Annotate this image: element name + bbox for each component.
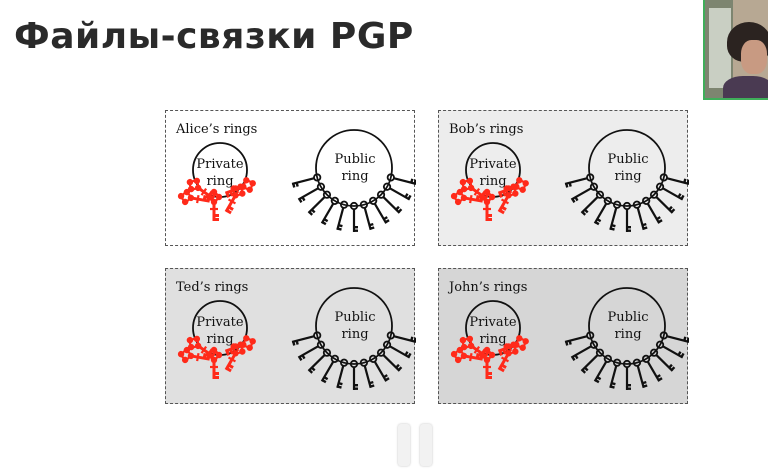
public-key-icon [655, 182, 685, 201]
public-key-icon [369, 196, 390, 224]
public-key-icon [291, 173, 322, 188]
private-key-icon [177, 346, 211, 364]
public-key-icon [659, 173, 689, 185]
keyring-diagram [450, 129, 689, 232]
keyring-diagram [450, 287, 689, 390]
public-key-icon [632, 200, 648, 231]
public-key-icon [622, 359, 632, 390]
public-key-icon [307, 348, 332, 374]
public-ring-circle [315, 287, 393, 365]
panel-owner-label: Bob’s rings [449, 122, 524, 137]
private-key-icon [450, 188, 484, 206]
public-key-icon [382, 182, 412, 201]
pause-button[interactable] [396, 424, 436, 466]
public-key-icon [622, 201, 632, 232]
public-key-icon [642, 354, 663, 382]
keyring-diagram [177, 129, 416, 232]
private-key-icon [224, 335, 256, 356]
public-key-icon [580, 190, 605, 216]
public-key-icon [570, 340, 599, 361]
private-key-icon [478, 188, 496, 221]
private-key-icon [205, 188, 223, 221]
public-key-icon [564, 173, 595, 188]
public-ring-circle [315, 129, 393, 207]
public-key-icon [349, 201, 359, 232]
public-key-icon [297, 182, 326, 203]
public-key-icon [376, 348, 403, 372]
panel-owner-label: Ted’s rings [176, 280, 249, 295]
keyring-diagram [177, 287, 416, 390]
public-key-icon [659, 331, 689, 343]
public-key-icon [386, 331, 416, 343]
public-key-icon [632, 358, 648, 389]
public-key-icon [642, 196, 663, 224]
private-key-icon [177, 188, 211, 206]
public-key-icon [382, 340, 412, 359]
public-key-icon [593, 354, 612, 384]
public-key-icon [649, 190, 676, 214]
private-key-icon [224, 341, 246, 373]
public-key-icon [609, 358, 622, 389]
pause-icon-bar [420, 424, 432, 466]
public-key-icon [593, 196, 612, 226]
public-key-icon [580, 348, 605, 374]
private-key-icon [224, 177, 256, 198]
private-key-icon [497, 335, 529, 356]
public-key-icon [386, 173, 416, 185]
public-key-icon [564, 331, 595, 346]
public-ring-circle [588, 287, 666, 365]
public-key-icon [336, 200, 349, 231]
pause-icon [398, 424, 410, 466]
public-key-icon [291, 331, 322, 346]
public-key-icon [336, 358, 349, 389]
private-key-icon [450, 346, 484, 364]
public-ring-circle [588, 129, 666, 207]
private-key-icon [497, 177, 529, 198]
public-key-icon [359, 200, 375, 231]
public-key-icon [369, 354, 390, 382]
public-key-icon [376, 190, 403, 214]
public-key-icon [570, 182, 599, 203]
public-key-icon [320, 354, 339, 384]
public-key-icon [320, 196, 339, 226]
public-key-icon [307, 190, 332, 216]
public-key-icon [349, 359, 359, 390]
panel-owner-label: Alice’s rings [176, 122, 258, 137]
public-key-icon [655, 340, 685, 359]
public-key-icon [649, 348, 676, 372]
public-key-icon [609, 200, 622, 231]
public-key-icon [359, 358, 375, 389]
webcam-video [703, 0, 768, 100]
slide-title: Файлы-связки PGP [14, 16, 414, 57]
public-key-icon [297, 340, 326, 361]
panel-owner-label: John’s rings [449, 280, 528, 295]
